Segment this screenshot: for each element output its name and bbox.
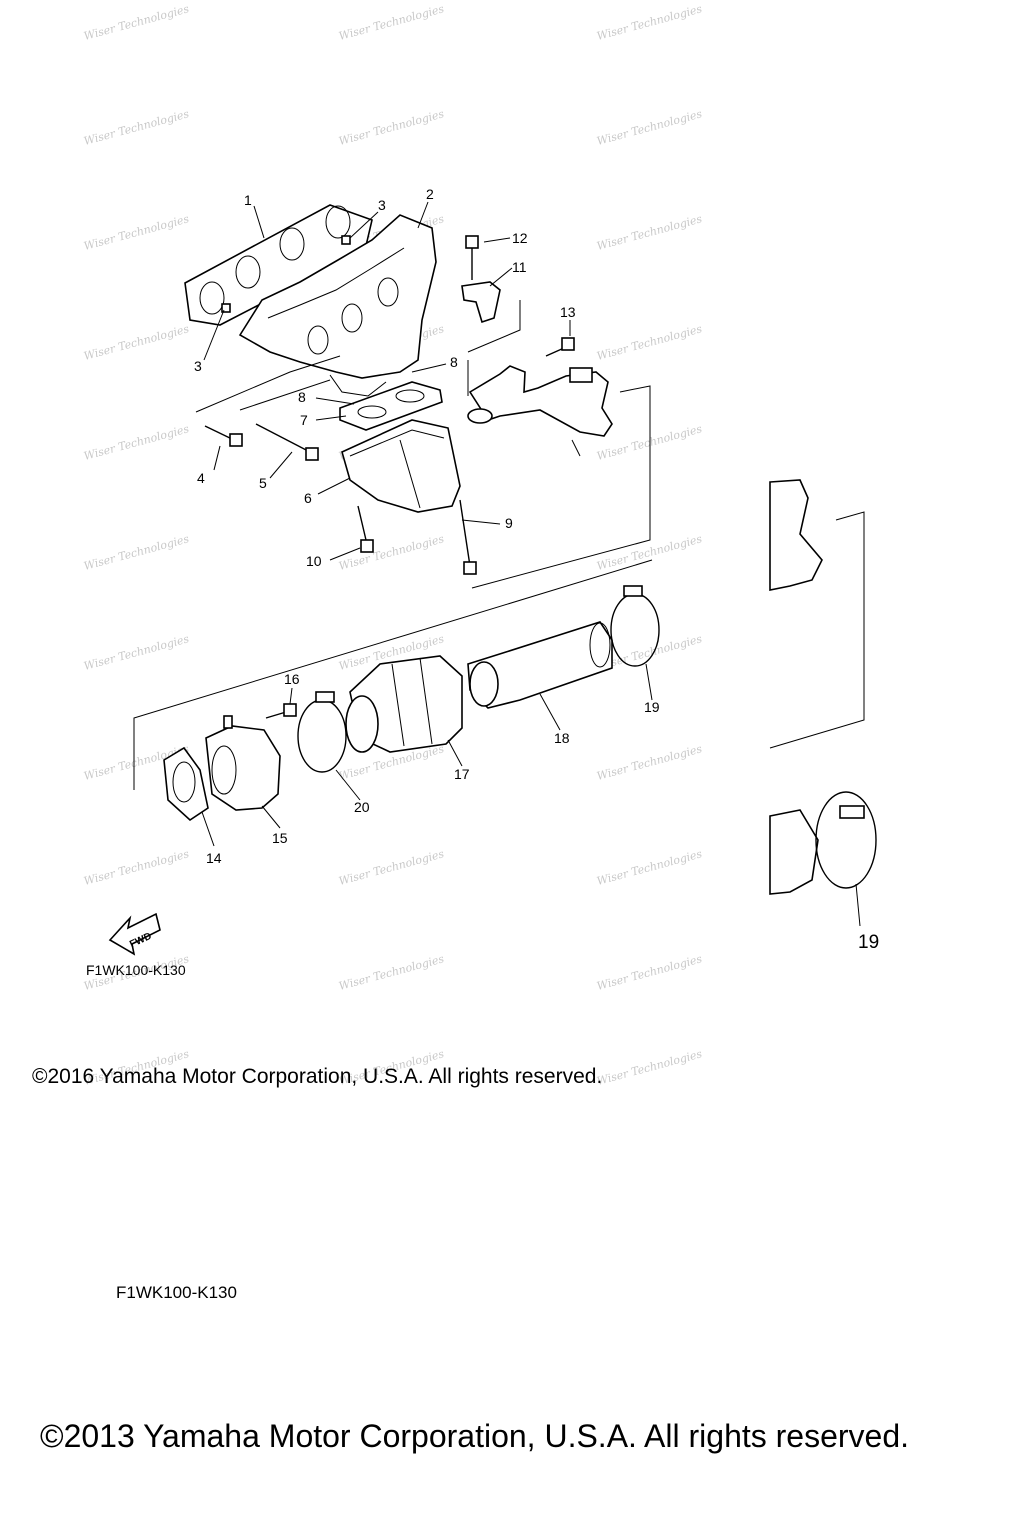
- part-joint-15: [205, 715, 281, 811]
- callout-5: 5: [259, 475, 267, 491]
- diagram-figure-code: F1WK100-K130: [86, 962, 186, 978]
- callout-7: 7: [300, 412, 308, 428]
- callout-3: 3: [194, 358, 202, 374]
- watermark-text: Wiser Technologies: [595, 2, 703, 43]
- part-hose-17: [345, 655, 463, 753]
- callout-1: 1: [244, 192, 252, 208]
- callout-17: 17: [454, 766, 470, 782]
- part-water-pipe: [467, 365, 613, 457]
- watermark-text: Wiser Technologies: [82, 847, 190, 888]
- callout-11: 11: [512, 259, 527, 275]
- copyright-2013: ©2013 Yamaha Motor Corporation, U.S.A. A…: [40, 1418, 910, 1454]
- callout-13: 13: [560, 304, 576, 320]
- watermark-text: Wiser Technologies: [82, 322, 190, 363]
- part-gasket-14: [163, 746, 209, 822]
- watermark-text: Wiser Technologies: [595, 322, 703, 363]
- watermark-text: Wiser Technologies: [82, 532, 190, 573]
- part-exhaust-chamber-6: [341, 419, 461, 513]
- callout-16: 16: [284, 671, 300, 687]
- callout-6: 6: [304, 490, 312, 506]
- callout-12: 12: [512, 230, 528, 246]
- watermark-text: Wiser Technologies: [82, 422, 190, 463]
- part-pipe-18: [467, 621, 613, 709]
- callout-19: 19: [644, 699, 660, 715]
- watermark-text: Wiser Technologies: [337, 952, 445, 993]
- copyright-2016: ©2016 Yamaha Motor Corporation, U.S.A. A…: [32, 1065, 603, 1088]
- watermark-text: Wiser Technologies: [595, 212, 703, 253]
- watermark-text: Wiser Technologies: [595, 952, 703, 993]
- callout-4: 4: [197, 470, 205, 486]
- watermark-text: Wiser Technologies: [337, 847, 445, 888]
- callout-19: 19: [858, 932, 879, 953]
- callout-2: 2: [426, 186, 434, 202]
- watermark-text: Wiser Technologies: [82, 2, 190, 43]
- part-clamps: [297, 585, 660, 773]
- callout-14: 14: [206, 850, 222, 866]
- watermark-text: Wiser Technologies: [595, 1047, 703, 1088]
- fwd-arrow-icon: FWD: [108, 912, 161, 956]
- watermark-text: Wiser Technologies: [82, 632, 190, 673]
- watermark-text: Wiser Technologies: [337, 107, 445, 148]
- watermark-text: Wiser Technologies: [337, 2, 445, 43]
- callout-9: 9: [505, 515, 513, 531]
- callout-8: 8: [298, 389, 306, 405]
- watermark-text: Wiser Technologies: [595, 742, 703, 783]
- figure-code: F1WK100-K130: [116, 1283, 237, 1302]
- callout-10: 10: [306, 553, 322, 569]
- watermark-text: Wiser Technologies: [82, 107, 190, 148]
- part-bolts: [204, 235, 575, 719]
- part-bracket-11: [461, 281, 501, 324]
- callout-leaders: [201, 201, 861, 927]
- watermark-text: Wiser Technologies: [82, 212, 190, 253]
- part-exhaust-manifold: [238, 214, 437, 397]
- callout-18: 18: [554, 730, 570, 746]
- part-cropped-detail: [769, 479, 877, 895]
- callout-20: 20: [354, 799, 370, 815]
- watermark-text: Wiser Technologies: [337, 532, 445, 573]
- watermark-text: Wiser Technologies: [595, 107, 703, 148]
- part-pins-3: [221, 235, 351, 313]
- callout-3: 3: [378, 197, 386, 213]
- callout-8: 8: [450, 354, 458, 370]
- callout-labels: 1 2 3 3 4 5 6 7 8 8 9 10 11 12 13 14 15 …: [194, 186, 879, 953]
- part-gasket-7: [339, 381, 443, 431]
- group-outline-lines: [133, 300, 865, 790]
- callout-15: 15: [272, 830, 288, 846]
- watermark-text: Wiser Technologies: [595, 847, 703, 888]
